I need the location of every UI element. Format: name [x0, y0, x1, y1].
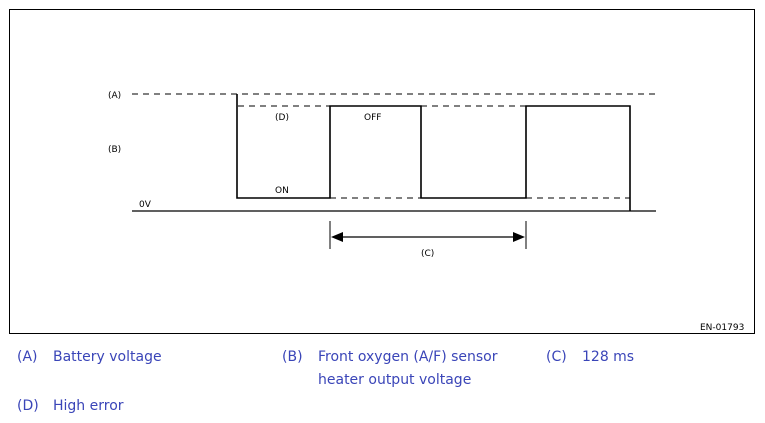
legend-item-b: (B) Front oxygen (A/F) sensor heater outp…: [282, 346, 498, 392]
legend-item-a: (A) Battery voltage: [17, 346, 162, 369]
legend-key-c: (C): [546, 349, 567, 365]
legend-key-a: (A): [17, 349, 38, 365]
label-b: (B): [108, 145, 121, 155]
label-on: ON: [275, 186, 289, 196]
label-0v: 0V: [139, 200, 152, 210]
figure-id: EN-01793: [700, 323, 744, 333]
label-a: (A): [108, 91, 121, 101]
label-off: OFF: [364, 113, 381, 123]
legend-text-d: High error: [53, 398, 124, 414]
heater-voltage-waveform: [236, 94, 631, 211]
legend-text-c: 128 ms: [582, 349, 635, 365]
legend-item-d: (D) High error: [17, 395, 124, 418]
legend-text-a: Battery voltage: [53, 349, 162, 365]
legend-key-b: (B): [282, 349, 303, 365]
legend-text-b-line2: heater output voltage: [318, 372, 472, 388]
label-c: (C): [421, 249, 434, 259]
diagram-frame: [9, 9, 755, 334]
legend-text-b-line1: Front oxygen (A/F) sensor: [318, 349, 498, 365]
legend-key-d: (D): [17, 398, 39, 414]
legend-item-c: (C) 128 ms: [546, 346, 634, 369]
period-arrow-head-left: [331, 232, 343, 242]
period-arrow-head-right: [513, 232, 525, 242]
label-d: (D): [275, 113, 289, 123]
